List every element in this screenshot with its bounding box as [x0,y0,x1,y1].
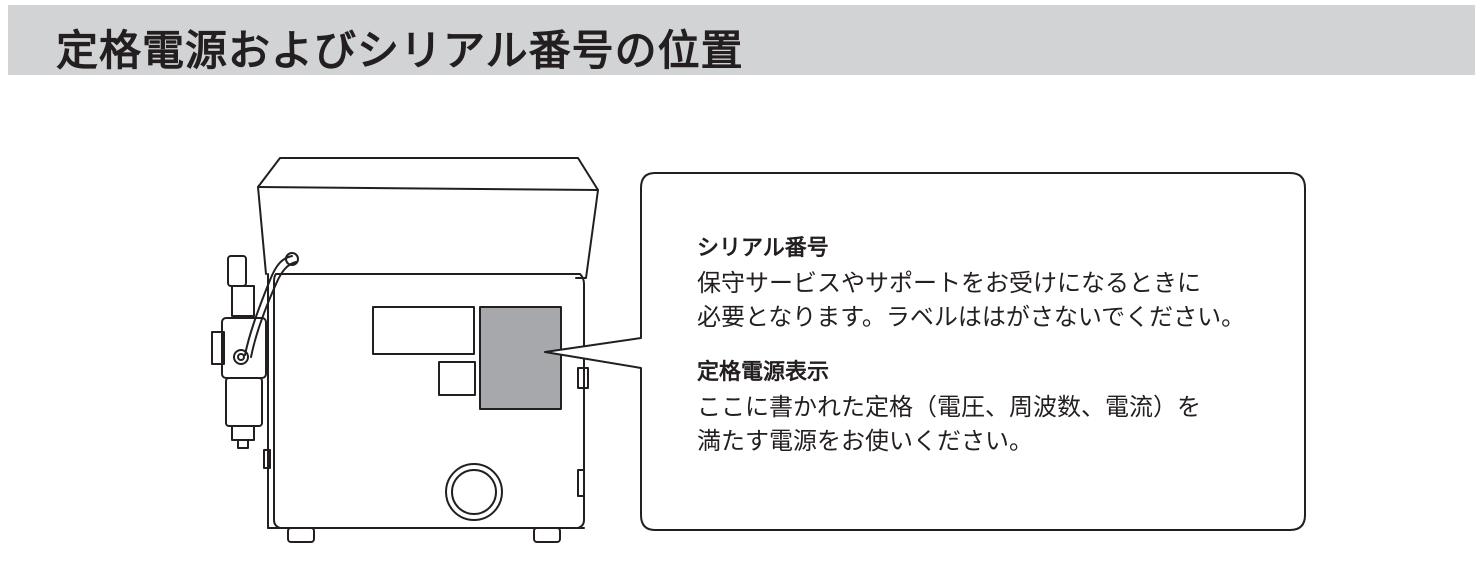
front-label-small [438,361,476,396]
regulator-top [227,255,247,287]
section-spacer [697,334,1297,356]
air-tube [244,255,293,356]
left-foot [287,527,315,543]
right-foot [533,527,561,543]
rating-line-1: ここに書かれた定格（電圧、周波数、電流）を [697,393,1201,421]
serial-number-heading: シリアル番号 [697,236,829,261]
serial-number-line-1: 保守サービスやサポートをお受けになるときに [697,269,1201,297]
title-band: 定格電源およびシリアル番号の位置 [8,5,1475,75]
serial-number-line-2: 必要となります。ラベルははがさないでください。 [697,303,1246,331]
filter-bowl [225,377,263,427]
page-title: 定格電源およびシリアル番号の位置 [56,26,744,75]
rating-heading: 定格電源表示 [697,360,830,385]
front-label-wide [372,306,475,355]
callout-text: シリアル番号 保守サービスやサポートをお受けになるときに 必要となります。ラベル… [697,232,1297,458]
callout-balloon [544,172,1306,531]
rating-line-2: 満たす電源をお使いください。 [697,427,1033,455]
tube-fitting [285,252,299,266]
machine-upper-housing [257,157,599,279]
rating-serial-label [479,306,562,410]
front-port [445,463,503,521]
